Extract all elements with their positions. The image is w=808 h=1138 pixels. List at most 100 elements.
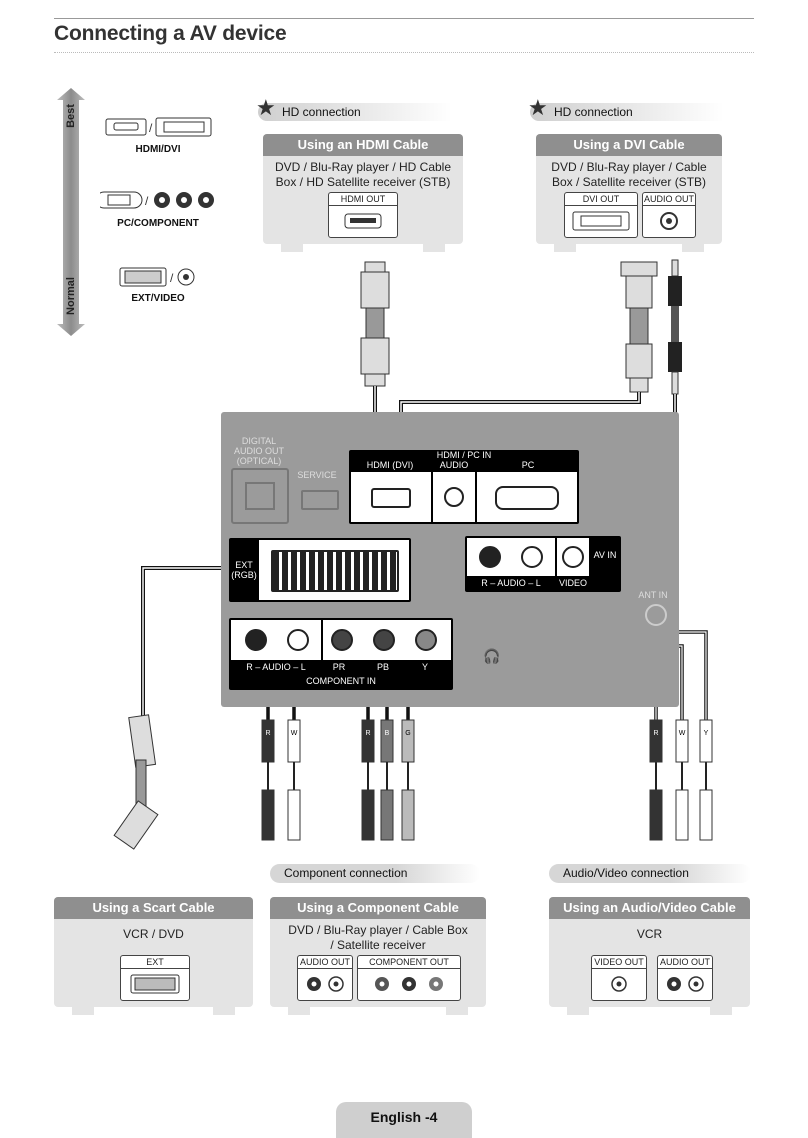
- tv-rear-panel: DIGITAL AUDIO OUT (OPTICAL) SERVICE HDMI…: [221, 412, 679, 707]
- star-icon: ★: [528, 95, 548, 120]
- av-video-out-port: VIDEO OUT: [591, 955, 647, 1001]
- component-out-port: COMPONENT OUT: [357, 955, 461, 1001]
- ext-video-label: EXT/VIDEO: [131, 293, 185, 304]
- scart-card-devices: VCR / DVD: [123, 927, 184, 941]
- hdmi-pc-block: HDMI / PC IN HDMI (DVI) AUDIO PC: [349, 450, 579, 524]
- component-audio-out-label: AUDIO OUT: [298, 957, 352, 969]
- card-foot: [423, 244, 445, 252]
- hdmi-hd-connection-text: HD connection: [282, 105, 361, 119]
- quality-arrow: Best Normal: [57, 88, 85, 336]
- comp-audio-label: R – AUDIO – L: [246, 662, 306, 672]
- hdmi-in-port: [351, 472, 431, 522]
- av-audio-out-label: AUDIO OUT: [658, 957, 712, 969]
- component-connection-label: Component connection: [270, 864, 480, 883]
- plug-letter: G: [405, 730, 411, 737]
- y-label: Y: [421, 662, 428, 672]
- dvi-out-label: DVI OUT: [565, 193, 637, 206]
- svg-text:/: /: [145, 194, 149, 208]
- star-icon: ★: [256, 95, 276, 120]
- dvi-audio-out-port: AUDIO OUT: [642, 192, 696, 238]
- scart-ext-label: EXT: [121, 956, 189, 969]
- component-in-label: COMPONENT IN: [306, 676, 376, 686]
- av-video-port: [557, 538, 589, 576]
- service-port: [301, 490, 339, 510]
- headphone-icon: 🎧: [483, 648, 501, 664]
- ext-rgb-block: EXT (RGB): [229, 538, 411, 602]
- best-label-wrap: Best: [59, 102, 83, 132]
- card-foot: [710, 1007, 732, 1015]
- av-card: Using an Audio/Video Cable VCR VIDEO OUT…: [549, 897, 750, 1015]
- ext-rgb-label: EXT (RGB): [231, 560, 257, 580]
- plug-letter: R: [653, 730, 659, 737]
- av-card-title: Using an Audio/Video Cable: [549, 897, 750, 919]
- hdmi-hd-connection-label: ★ HD connection: [256, 97, 452, 121]
- component-audio-out-port: AUDIO OUT: [297, 955, 353, 1001]
- scart-ext-port: EXT: [120, 955, 190, 1001]
- card-foot: [682, 244, 704, 252]
- comp-audio-ports: [231, 620, 321, 660]
- dvi-card-title: Using a DVI Cable: [536, 134, 722, 156]
- pb-label: PB: [376, 662, 389, 672]
- quality-legend: / / / HDMI/DVI PC/COMPONENT EXT/VIDEO: [100, 112, 220, 312]
- dvi-hd-connection-label: ★ HD connection: [528, 97, 724, 121]
- av-in-label: AV IN: [593, 550, 617, 560]
- scart-card: Using a Scart Cable VCR / DVD EXT: [54, 897, 253, 1015]
- svg-text:/: /: [170, 271, 174, 285]
- card-foot: [554, 244, 576, 252]
- scart-port: [259, 540, 409, 600]
- hdmi-dvi-label: HDMI/DVI: [135, 144, 181, 155]
- av-video-out-label: VIDEO OUT: [592, 956, 646, 969]
- hdmi-out-port: HDMI OUT: [328, 192, 398, 238]
- av-audio-label: R – AUDIO – L: [481, 578, 541, 588]
- av-card-devices: VCR: [636, 927, 663, 941]
- top-rule: [54, 18, 754, 19]
- normal-label: Normal: [65, 277, 77, 315]
- dvi-hd-connection-text: HD connection: [554, 105, 633, 119]
- av-audio-out-port: AUDIO OUT: [657, 955, 713, 1001]
- plug-letter: W: [290, 730, 298, 737]
- card-foot: [446, 1007, 468, 1015]
- card-foot: [288, 1007, 310, 1015]
- card-foot: [213, 1007, 235, 1015]
- ant-in-label: ANT IN: [638, 590, 668, 600]
- page-title: Connecting a AV device: [54, 22, 287, 45]
- component-card-devices: DVD / Blu-Ray player / Cable Box / Satel…: [288, 923, 468, 952]
- hdmi-pc-in-label: HDMI / PC IN: [436, 450, 492, 460]
- component-card-title: Using a Component Cable: [270, 897, 486, 919]
- pc-in-port: [477, 472, 577, 522]
- normal-label-wrap: Normal: [57, 277, 85, 318]
- av-audio-ports: [467, 538, 555, 576]
- svg-text:/: /: [149, 121, 153, 135]
- title-rule: [54, 52, 754, 53]
- av-in-block: AV IN R – AUDIO – L VIDEO: [465, 536, 621, 592]
- plug-letter: B: [384, 730, 390, 737]
- pc-audio-port: [433, 472, 475, 522]
- plug-letter: W: [678, 730, 686, 737]
- hdmi-card-devices: DVD / Blu-Ray player / HD Cable Box / HD…: [274, 160, 452, 189]
- dvi-out-port: DVI OUT: [564, 192, 638, 238]
- comp-video-ports: [323, 620, 451, 660]
- component-in-block: R – AUDIO – L PR PB Y COMPONENT IN: [229, 618, 453, 690]
- pr-label: PR: [332, 662, 346, 672]
- card-foot: [567, 1007, 589, 1015]
- card-foot: [72, 1007, 94, 1015]
- scart-card-title: Using a Scart Cable: [54, 897, 253, 919]
- plug-letter: R: [365, 730, 371, 737]
- pc-component-label: PC/COMPONENT: [117, 218, 199, 229]
- hdmi-card-title: Using an HDMI Cable: [263, 134, 463, 156]
- plug-letter: Y: [703, 730, 709, 737]
- optical-port: [231, 468, 289, 524]
- audio-port-label: AUDIO: [439, 460, 469, 470]
- av-video-label: VIDEO: [558, 578, 587, 588]
- best-label: Best: [65, 104, 77, 128]
- hdmi-dvi-port-label: HDMI (DVI): [366, 460, 414, 470]
- dvi-audio-out-label: AUDIO OUT: [643, 194, 695, 206]
- component-card: Using a Component Cable DVD / Blu-Ray pl…: [270, 897, 486, 1015]
- card-foot: [281, 244, 303, 252]
- av-connection-label: Audio/Video connection: [549, 864, 751, 883]
- hdmi-card: Using an HDMI Cable DVD / Blu-Ray player…: [263, 134, 463, 252]
- page-number-tab: English -4: [336, 1102, 472, 1138]
- service-label: SERVICE: [297, 470, 337, 480]
- hdmi-out-label: HDMI OUT: [329, 193, 397, 206]
- digital-audio-label: DIGITAL AUDIO OUT (OPTICAL): [233, 436, 284, 466]
